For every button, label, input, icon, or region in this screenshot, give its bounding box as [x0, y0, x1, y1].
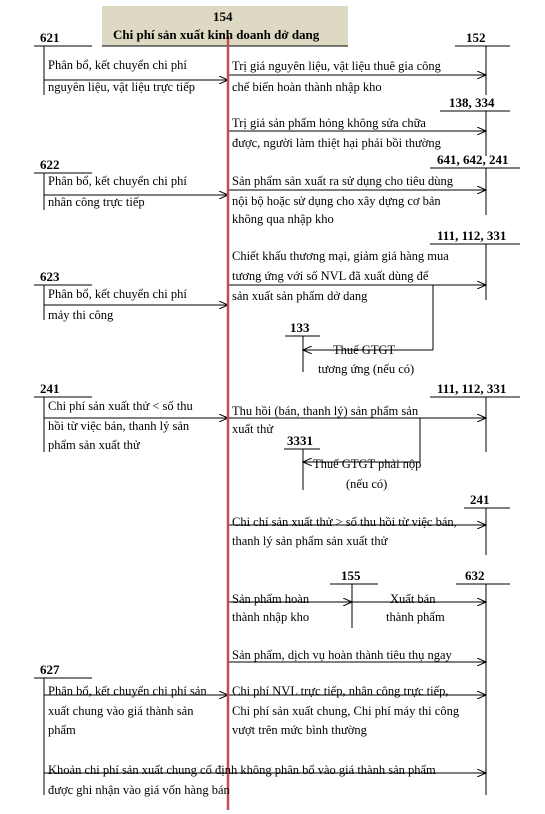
entry-133-line2: tương ứng (nếu có)	[318, 362, 415, 376]
entry-632-abnormal-line3: vượt trên mức bình thường	[232, 723, 367, 737]
entry-622-line1: Phân bổ, kết chuyển chi phí	[48, 174, 187, 188]
entry-622-line2: nhân công trực tiếp	[48, 195, 145, 209]
account-641-642-241: 641, 642, 241	[437, 152, 509, 167]
entry-627-line2: xuất chung vào giá thành sản	[48, 704, 194, 718]
entry-632-abnormal-line1: Chi phí NVL trực tiếp, nhân công trực ti…	[232, 684, 449, 698]
entry-138-line1: Trị giá sản phẩm hỏng không sửa chữa	[232, 116, 426, 130]
entry-3331-line2: (nếu có)	[346, 477, 388, 491]
entry-621-line2: nguyên liệu, vật liệu trực tiếp	[48, 80, 196, 94]
account-241-right: 241	[470, 492, 490, 507]
account-111-112-331-b: 111, 112, 331	[437, 381, 507, 396]
entry-632-direct: Sản phẩm, dịch vụ hoàn thành tiêu thụ ng…	[232, 648, 452, 662]
entry-632-abnormal-line2: Chi phí sản xuất chung, Chi phí máy thi …	[232, 704, 460, 718]
entry-623-line2: máy thi công	[48, 308, 114, 322]
account-155: 155	[341, 568, 361, 583]
entry-241-right-line2: thanh lý sản phẩm sản xuất thử	[232, 534, 388, 548]
entry-138-line2: được, người làm thiệt hại phải bồi thườn…	[232, 136, 441, 150]
entry-152-line1: Trị giá nguyên liệu, vật liệu thuê gia c…	[232, 59, 441, 73]
entry-627-line1: Phân bổ, kết chuyển chi phí sản	[48, 684, 207, 698]
header-box	[102, 6, 348, 46]
entry-641-line1: Sản phẩm sản xuất ra sử dụng cho tiêu dù…	[232, 174, 453, 188]
account-621: 621	[40, 30, 60, 45]
account-3331: 3331	[287, 433, 313, 448]
entry-3331-line1: Thuế GTGT phải nộp	[313, 457, 422, 471]
entry-111b-line2: xuất thử	[232, 422, 274, 436]
account-632: 632	[465, 568, 485, 583]
account-138-334: 138, 334	[449, 95, 495, 110]
account-133: 133	[290, 320, 310, 335]
account-627: 627	[40, 662, 60, 677]
account-622: 622	[40, 157, 60, 172]
header-account: 154	[213, 9, 233, 24]
entry-621-line1: Phân bổ, kết chuyển chi phí	[48, 58, 187, 72]
entry-241-line2: hồi từ việc bán, thanh lý sản	[48, 419, 190, 433]
entry-111b-line1: Thu hồi (bán, thanh lý) sản phẩm sản	[232, 404, 419, 418]
header-title: Chi phí sản xuất kinh doanh dở dang	[113, 27, 320, 42]
entry-241-right-line1: Chi chí sản xuất thử > số thu hồi từ việ…	[232, 515, 457, 529]
entry-155-line2: thành nhập kho	[232, 610, 310, 624]
entry-627-line3: phẩm	[48, 723, 76, 737]
entry-623-line1: Phân bổ, kết chuyển chi phí	[48, 287, 187, 301]
entry-632-sale-line1: Xuất bán	[390, 592, 436, 606]
entry-bottom-line1: Khoản chi phí sản xuất chung cố định khô…	[48, 763, 436, 777]
entry-632-sale-line2: thành phẩm	[386, 610, 445, 624]
account-241-left: 241	[40, 381, 60, 396]
entry-133-line1: Thuế GTGT	[333, 343, 396, 357]
entry-bottom-line2: được ghi nhận vào giá vốn hàng bán	[48, 783, 230, 797]
entry-155-line1: Sản phẩm hoàn	[232, 592, 310, 606]
entry-641-line3: không qua nhập kho	[232, 212, 334, 226]
entry-641-line2: nội bộ hoặc sử dụng cho xây dựng cơ bản	[232, 194, 441, 208]
account-111-112-331-a: 111, 112, 331	[437, 228, 507, 243]
account-152: 152	[466, 30, 486, 45]
entry-111a-line2: tương ứng với số NVL đã xuất dùng để	[232, 269, 429, 283]
entry-111a-line1: Chiết khấu thương mại, giảm giá hàng mua	[232, 249, 449, 263]
entry-152-line2: chế biến hoàn thành nhập kho	[232, 80, 382, 94]
account-623: 623	[40, 269, 60, 284]
entry-241-line3: phẩm sản xuất thử	[48, 438, 140, 452]
entry-111a-line3: sản xuất sản phẩm dở dang	[232, 289, 368, 303]
entry-241-line1: Chi phí sản xuất thử < số thu	[48, 399, 193, 413]
